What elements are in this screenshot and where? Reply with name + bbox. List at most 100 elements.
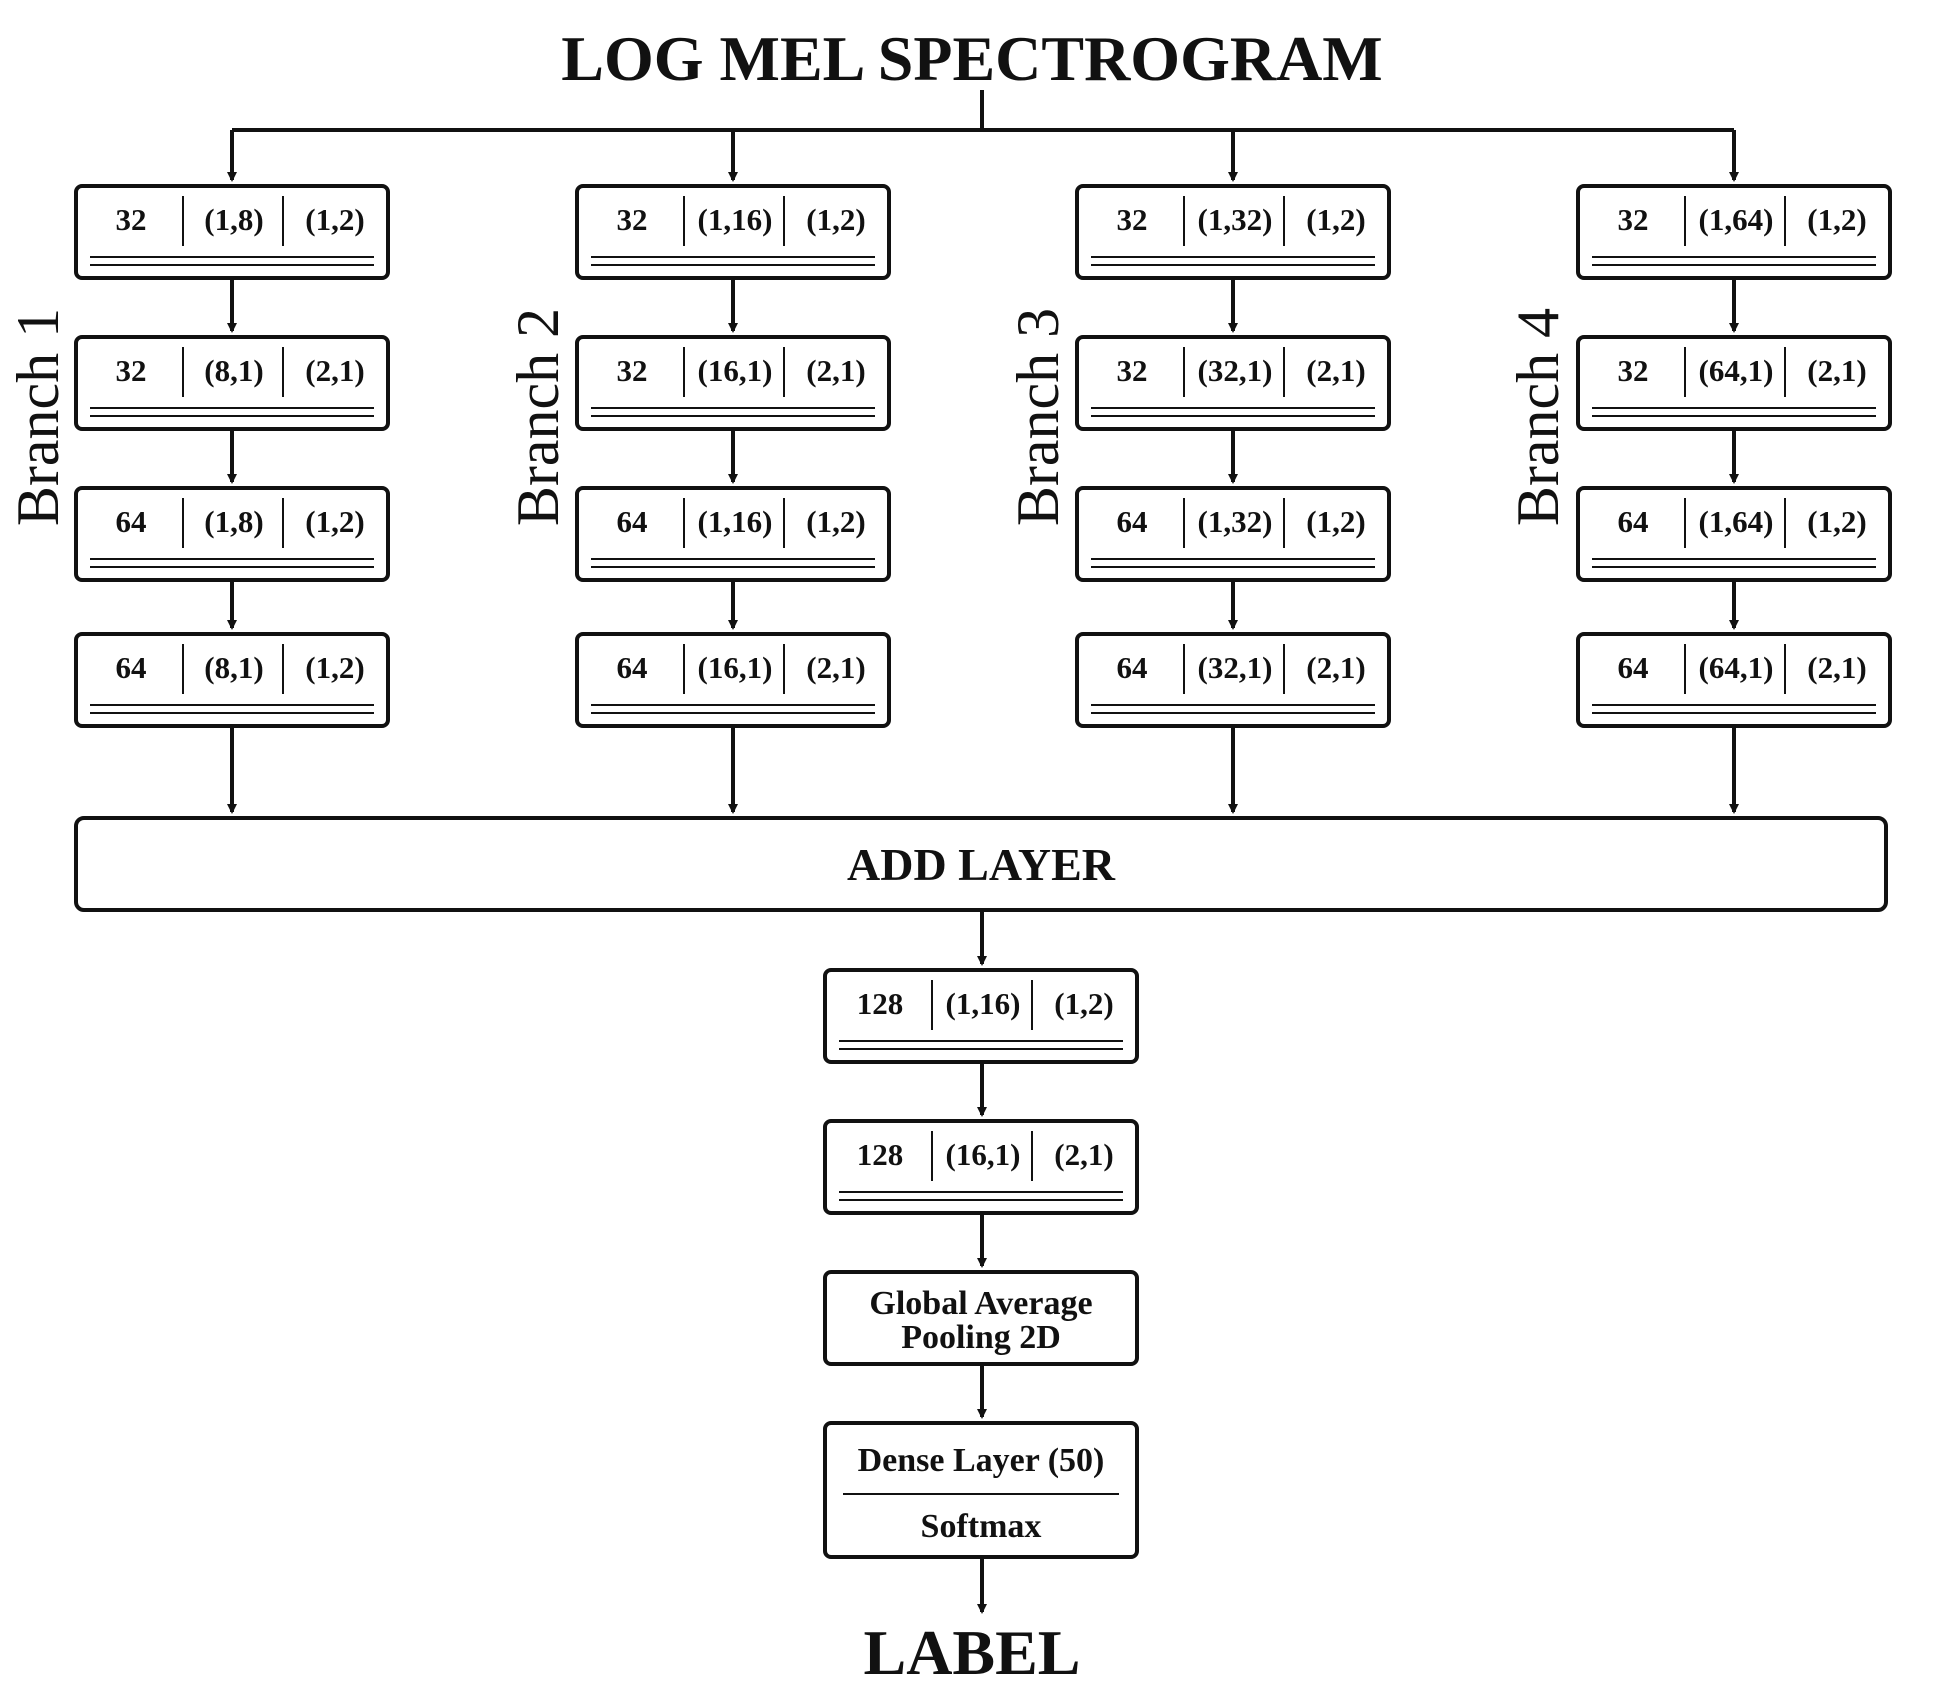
filters-value: 32 [1617,353,1649,388]
kernel-size-value: (64,1) [1698,650,1774,685]
cell-separator [783,644,785,694]
filters-value: 64 [115,504,147,539]
cell-separator [1283,498,1285,548]
pool-size-value: (1,2) [305,202,365,237]
filters-value: 32 [616,202,648,237]
pool-size-value: (1,2) [1807,202,1867,237]
filters-value: 64 [1116,650,1148,685]
pooling-label-line-2: Pooling 2D [901,1319,1061,1356]
layer-underline [591,558,875,560]
dense-layer-label: Dense Layer (50) [857,1442,1105,1479]
kernel-size-value: (1,16) [945,986,1021,1021]
branch-label: Branch 3 [1005,307,1071,527]
filters-value: 64 [616,504,648,539]
filters-value: 32 [1617,202,1649,237]
add-layer-label: ADD LAYER [847,839,1115,890]
filters-value: 32 [1116,202,1148,237]
cell-separator [683,644,685,694]
layer-underline [591,712,875,714]
layer-underline [839,1048,1123,1050]
filters-value: 64 [1617,650,1649,685]
layer-underline [839,1199,1123,1201]
pool-size-value: (1,2) [806,504,866,539]
cell-separator [783,498,785,548]
cell-separator [1031,1131,1033,1181]
cell-separator [683,196,685,246]
pool-size-value: (2,1) [806,650,866,685]
layer-underline [591,407,875,409]
cell-separator [282,347,284,397]
cell-separator [1784,347,1786,397]
cell-separator [1684,644,1686,694]
layer-underline [90,712,374,714]
cell-separator [1684,196,1686,246]
layer-underline [1091,558,1375,560]
branch-label: Branch 4 [1505,307,1571,527]
cell-separator [282,644,284,694]
conv-layer: 64(8,1)(1,2) [74,632,390,728]
layer-underline [591,264,875,266]
cell-separator [1183,644,1185,694]
filters-value: 64 [1116,504,1148,539]
conv-layer: 64 (1,16) (1,2) [575,486,891,582]
conv-layer: 64(1,8)(1,2) [74,486,390,582]
input-title: LOG MEL SPECTROGRAM [561,23,1383,94]
cell-separator [282,498,284,548]
pool-size-value: (1,2) [1054,986,1114,1021]
layer-underline [591,415,875,417]
layer-underline [591,704,875,706]
cell-separator [1784,498,1786,548]
pool-size-value: (1,2) [1807,504,1867,539]
layer-underline [90,566,374,568]
kernel-size-value: (64,1) [1698,353,1774,388]
cell-separator [182,196,184,246]
conv-layer: 32(8,1)(2,1) [74,335,390,431]
layer-underline [1592,558,1876,560]
cell-separator [931,1131,933,1181]
kernel-size-value: (1,8) [204,202,264,237]
global-average-pooling-layer: Global Average Pooling 2D [823,1270,1139,1366]
branch-label: Branch 2 [505,307,571,527]
cell-separator [182,644,184,694]
layer-underline [1091,712,1375,714]
layer-underline [1592,407,1876,409]
layer-underline [1592,256,1876,258]
cell-separator [783,347,785,397]
layer-underline [1592,704,1876,706]
conv-layer: 64(32,1)(2,1) [1075,632,1391,728]
cell-separator [182,498,184,548]
kernel-size-value: (16,1) [697,650,773,685]
layer-underline [90,407,374,409]
pool-size-value: (2,1) [1054,1137,1114,1172]
filters-value: 128 [856,986,904,1021]
conv-layer: 64(64,1)(2,1) [1576,632,1892,728]
conv-layer: 64(1,64)(1,2) [1576,486,1892,582]
layer-underline [1592,566,1876,568]
layer-underline [90,415,374,417]
pool-size-value: (1,2) [305,650,365,685]
layer-underline [90,256,374,258]
cell-separator [182,347,184,397]
layer-underline [90,558,374,560]
conv-layer: 32(64,1)(2,1) [1576,335,1892,431]
kernel-size-value: (16,1) [945,1137,1021,1172]
kernel-size-value: (8,1) [204,353,264,388]
layer-underline [591,256,875,258]
kernel-size-value: (1,8) [204,504,264,539]
layer-underline [1592,712,1876,714]
filters-value: 64 [115,650,147,685]
layer-underline [1091,415,1375,417]
filters-value: 32 [1116,353,1148,388]
filters-value: 64 [1617,504,1649,539]
conv-layer: 32(1,32)(1,2) [1075,184,1391,280]
pool-size-value: (2,1) [1306,353,1366,388]
pool-size-value: (2,1) [806,353,866,388]
output-label: LABEL [863,1617,1081,1688]
filters-value: 32 [115,202,147,237]
cell-separator [783,196,785,246]
cell-separator [683,498,685,548]
cell-separator [1784,644,1786,694]
kernel-size-value: (1,16) [697,504,773,539]
